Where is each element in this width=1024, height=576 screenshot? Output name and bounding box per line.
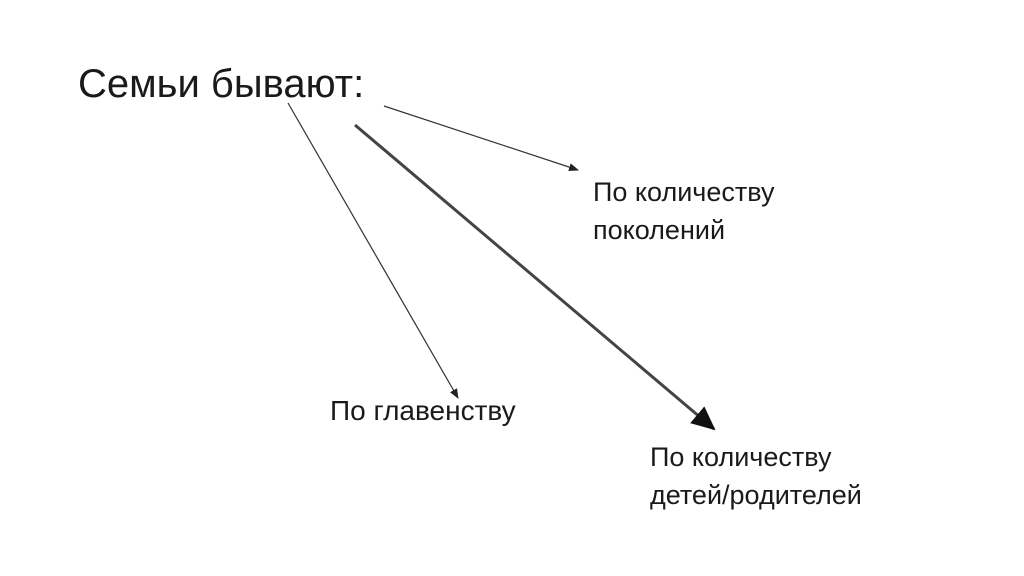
branch-generations: По количеству поколений xyxy=(593,173,775,249)
arrow-to-children xyxy=(354,123,716,431)
branch-generations-line2: поколений xyxy=(593,215,726,245)
branch-children-line1: По количеству xyxy=(650,442,832,472)
arrow-to-leadership xyxy=(287,102,459,399)
branch-leadership: По главенству xyxy=(330,392,516,430)
arrow-to-generations xyxy=(383,105,579,171)
branch-generations-line1: По количеству xyxy=(593,177,775,207)
branch-children: По количеству детей/родителей xyxy=(650,438,862,514)
branch-children-line2: детей/родителей xyxy=(650,480,862,510)
branch-leadership-text: По главенству xyxy=(330,395,516,426)
slide-title: Семьи бывают: xyxy=(78,62,365,106)
